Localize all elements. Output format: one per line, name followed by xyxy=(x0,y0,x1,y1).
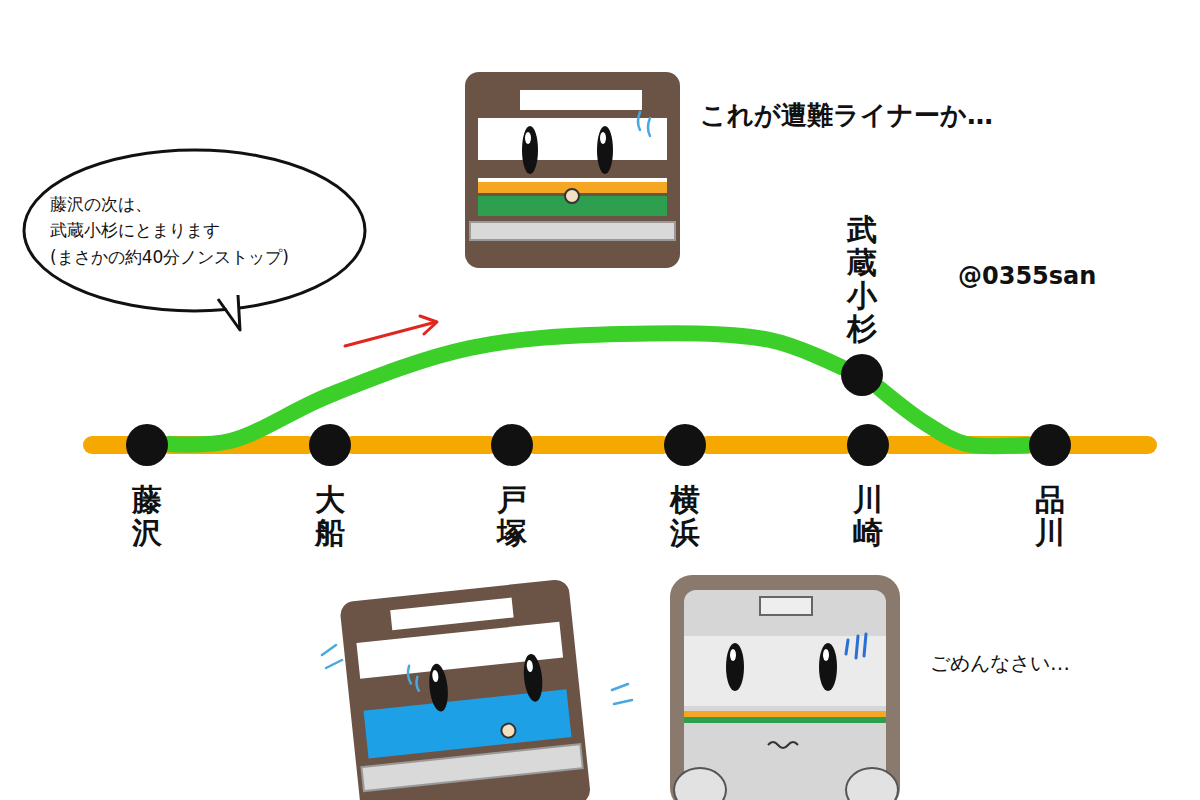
train-top-part xyxy=(465,72,680,268)
station-dot: 品川 xyxy=(1028,423,1072,467)
train-grey xyxy=(670,575,900,800)
train-grey-part xyxy=(674,768,726,800)
train-blue-part xyxy=(522,653,545,703)
train-blue xyxy=(339,579,591,800)
train-top-part xyxy=(520,90,642,110)
rail-line xyxy=(707,436,846,454)
station-circle-part xyxy=(664,424,706,466)
station-circle-part xyxy=(847,424,889,466)
bubble-outline-part xyxy=(218,295,240,330)
train-top-part xyxy=(522,126,538,174)
caption-text: これが遭難ライナーか… xyxy=(700,98,993,133)
station-dot: 大船 xyxy=(308,423,352,467)
station-dot: 横浜 xyxy=(663,423,707,467)
train-blue-part xyxy=(526,660,533,673)
train-grey-part xyxy=(760,597,812,615)
station-name: 横浜 xyxy=(670,483,700,549)
red-arrow xyxy=(345,316,437,346)
red-arrow-part xyxy=(420,316,437,334)
station-circle-part xyxy=(309,424,351,466)
train-grey-part xyxy=(726,643,744,691)
train-blue-part xyxy=(339,579,591,800)
station-name: 大船 xyxy=(315,483,345,549)
train-blue-part xyxy=(427,663,450,713)
bubble-text: 藤沢の次は、 武蔵小杉にとまります (まさかの約40分ノンストップ) xyxy=(50,191,312,270)
station-name: 川崎 xyxy=(853,483,883,549)
train-grey-part xyxy=(670,575,900,800)
speech-bubble: 藤沢の次は、 武蔵小杉にとまります (まさかの約40分ノンストップ) xyxy=(22,148,367,313)
caption-text: @0355san xyxy=(958,262,1096,290)
train-blue-part xyxy=(407,665,419,692)
station-dot: 川崎 xyxy=(846,423,890,467)
train-grey-part xyxy=(684,717,886,723)
train-top-part xyxy=(478,178,667,182)
train-blue-part xyxy=(432,670,439,683)
station-circle xyxy=(846,423,890,467)
train-top-part xyxy=(638,112,650,136)
train-grey-part xyxy=(846,768,898,800)
train-top-part xyxy=(565,189,579,203)
train-grey-part xyxy=(730,649,736,661)
red-arrow-part xyxy=(345,322,436,346)
train-grey-part xyxy=(846,634,866,658)
train-top-part xyxy=(470,222,675,240)
station-circle-part xyxy=(1029,424,1071,466)
train-top-part xyxy=(600,132,606,144)
station-name: 武蔵小杉 xyxy=(847,213,877,345)
shake-marks xyxy=(322,645,632,704)
train-blue-part xyxy=(390,598,513,631)
shake-marks-part xyxy=(322,645,632,704)
station-dot: 藤沢 xyxy=(125,423,169,467)
station-circle-part xyxy=(841,354,883,396)
train-grey-part xyxy=(684,590,886,800)
train-blue-part xyxy=(361,744,582,791)
train-grey-part xyxy=(819,643,837,691)
bubble-outline-part xyxy=(218,291,240,330)
express-route xyxy=(879,388,1028,446)
station-name: 品川 xyxy=(1035,483,1065,549)
train-top-part xyxy=(525,132,531,144)
station-circle xyxy=(840,353,884,397)
caption-text: ごめんなさい… xyxy=(930,650,1070,677)
train-grey-part xyxy=(768,742,798,748)
station-circle xyxy=(490,423,534,467)
station-circle xyxy=(308,423,352,467)
station-circle-part xyxy=(126,424,168,466)
train-top-part xyxy=(597,126,613,174)
station-dot: 武蔵小杉 xyxy=(840,353,884,397)
train-grey-part xyxy=(823,649,829,661)
rail-line xyxy=(534,436,663,454)
station-circle xyxy=(1028,423,1072,467)
station-dot: 戸塚 xyxy=(490,423,534,467)
rail-line xyxy=(352,436,490,454)
train-top xyxy=(465,72,680,268)
station-circle xyxy=(663,423,707,467)
station-name: 戸塚 xyxy=(497,483,527,549)
bubble-outline-part xyxy=(24,150,365,311)
train-blue-part xyxy=(356,622,563,679)
train-blue-part xyxy=(501,723,516,738)
station-circle xyxy=(125,423,169,467)
station-circle-part xyxy=(491,424,533,466)
train-grey-part xyxy=(684,711,886,717)
station-name: 藤沢 xyxy=(132,483,162,549)
